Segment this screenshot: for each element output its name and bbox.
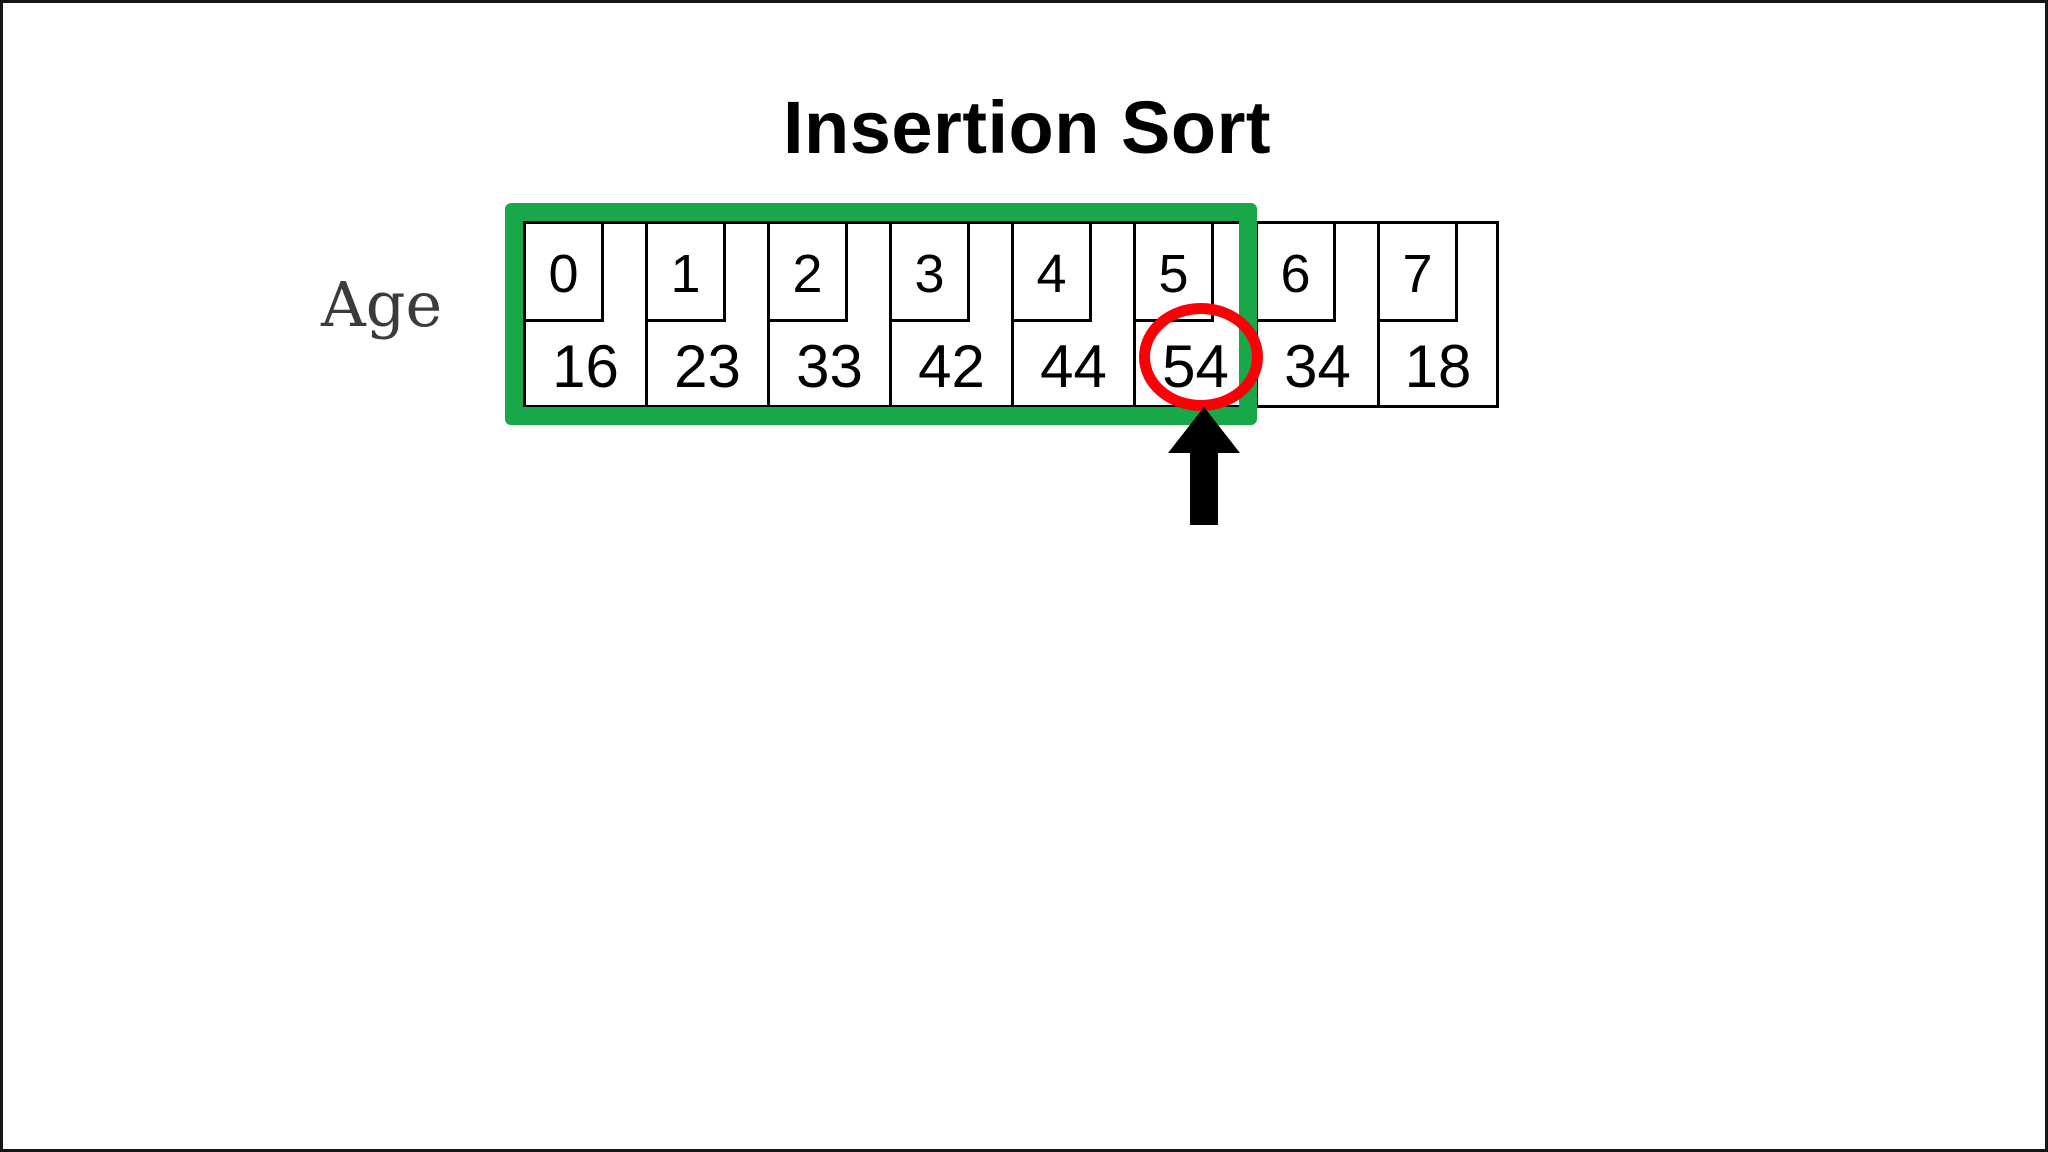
array-cell[interactable]: 1 23: [645, 221, 767, 408]
array-cell-index-box: 3: [892, 224, 970, 322]
array-cell-index-box: 4: [1014, 224, 1092, 322]
array-cell-value: 34: [1284, 332, 1351, 400]
array-cell-value: 42: [918, 332, 985, 400]
page-title: Insertion Sort: [782, 86, 1272, 169]
array-cell-index-box: 1: [648, 224, 726, 322]
array-cell-index-box: 6: [1258, 224, 1336, 322]
array-cell-value: 33: [796, 332, 863, 400]
array-cell-index: 3: [914, 243, 945, 304]
array-cell-index: 7: [1402, 243, 1433, 304]
array-cell[interactable]: 4 44: [1011, 221, 1133, 408]
array-cell-value: 18: [1404, 332, 1472, 400]
array-cell[interactable]: 0 16: [523, 221, 645, 408]
array-cell-value: 54: [1162, 332, 1229, 400]
array-cell-index-box: 2: [770, 224, 848, 322]
array-cell-index: 4: [1036, 243, 1067, 304]
array-cell[interactable]: 7 18: [1377, 221, 1499, 408]
array-cell-value: 16: [552, 332, 619, 400]
array-cell-index: 0: [548, 243, 579, 304]
array-cell[interactable]: 3 42: [889, 221, 1011, 408]
array-cell-current[interactable]: 5 54: [1133, 221, 1255, 408]
array-cell-value: 23: [674, 332, 741, 400]
array-cell-index-box: 5: [1136, 224, 1214, 322]
array-cell-index-box: 0: [526, 224, 604, 322]
array-cell-index: 5: [1158, 243, 1189, 304]
up-arrow-icon: [1168, 407, 1240, 525]
array-cell-value: 44: [1040, 332, 1107, 400]
array-row-label: Age: [321, 268, 443, 341]
array-cell[interactable]: 2 33: [767, 221, 889, 408]
array-cell-index-box: 7: [1380, 224, 1458, 322]
array-cell-index: 6: [1280, 243, 1311, 304]
array-cell-index: 2: [792, 243, 823, 304]
array-visualization: 0 16 1 23 2 33 3 42 4 44: [523, 221, 1499, 408]
array-cell-index: 1: [670, 243, 701, 304]
array-cell[interactable]: 6 34: [1255, 221, 1377, 408]
